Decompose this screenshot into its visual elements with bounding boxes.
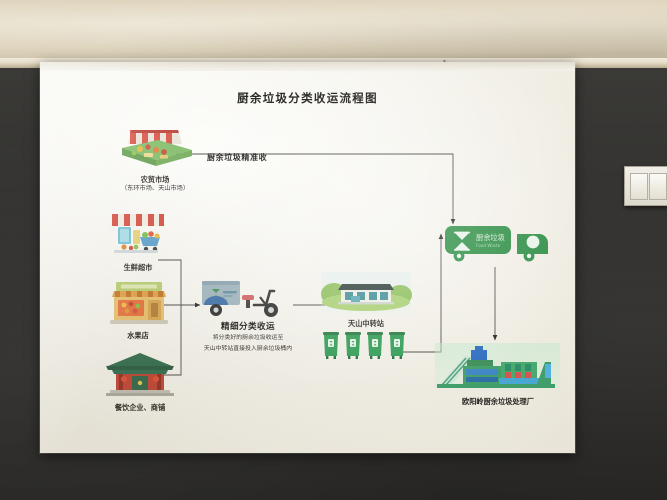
bins-row (321, 328, 407, 369)
food-waste-symbol (454, 231, 470, 251)
source-node-supermarket: 生鲜超市 (88, 210, 188, 273)
processing-plant-icon (437, 346, 555, 388)
grocery-store-icon (111, 214, 165, 253)
collection-headline: 精细分类收运 (221, 322, 275, 332)
source-label-market: 农贸市场 (140, 175, 170, 184)
flowchart-poster: 厨余垃圾分类收运流程图 (40, 62, 575, 453)
source-sublabel-market: （东环市场、天山市场） (120, 184, 190, 192)
food-waste-bins-icon (323, 332, 405, 359)
flow-label-top: 厨余垃圾精准收 (207, 153, 268, 162)
light-switch-rocker-right[interactable] (649, 173, 667, 200)
light-switch[interactable] (624, 166, 667, 206)
collection-text-block: 精细分类收运 将分类好的厨余垃圾收运至 天山中转站直接投入厨余垃圾桶内 (168, 320, 328, 353)
station-label: 天山中转站 (348, 319, 384, 328)
source-label-fruitshop: 水果店 (127, 331, 149, 340)
source-label-supermarket: 生鲜超市 (123, 263, 153, 272)
source-node-market: 农贸市场 （东环市场、天山市场） (100, 124, 210, 193)
truck-text-en: Food Waste (476, 243, 501, 248)
station-node: 天山中转站 (318, 268, 414, 329)
collection-line-1: 将分类好的厨余垃圾收运至 (212, 335, 284, 341)
plant-label: 欧阳岭厨余垃圾处理厂 (462, 397, 534, 406)
poster-top-edge (40, 62, 575, 71)
restaurant-icon (106, 353, 174, 396)
collection-line-2: 天山中转站直接投入厨余垃圾桶内 (203, 345, 293, 352)
collection-node (198, 275, 298, 326)
transfer-station-icon (321, 283, 412, 311)
upper-wall (0, 0, 667, 62)
plant-node: 欧阳岭厨余垃圾处理厂 (433, 342, 563, 407)
garbage-truck-icon: 厨余垃圾 Food Waste (445, 226, 548, 262)
source-node-restaurant: 餐饮企业、商铺 (80, 350, 200, 413)
poster-title: 厨余垃圾分类收运流程图 (237, 91, 378, 105)
light-switch-rocker-left[interactable] (630, 173, 648, 200)
market-stall-icon (122, 130, 192, 166)
source-label-restaurant: 餐饮企业、商铺 (114, 403, 166, 412)
collection-tricycle-icon (202, 281, 278, 317)
truck-text-cn: 厨余垃圾 (476, 233, 505, 242)
fruit-shop-icon (110, 282, 168, 324)
truck-node: 厨余垃圾 Food Waste (443, 222, 563, 275)
source-node-fruitshop: 水果店 (88, 280, 188, 341)
